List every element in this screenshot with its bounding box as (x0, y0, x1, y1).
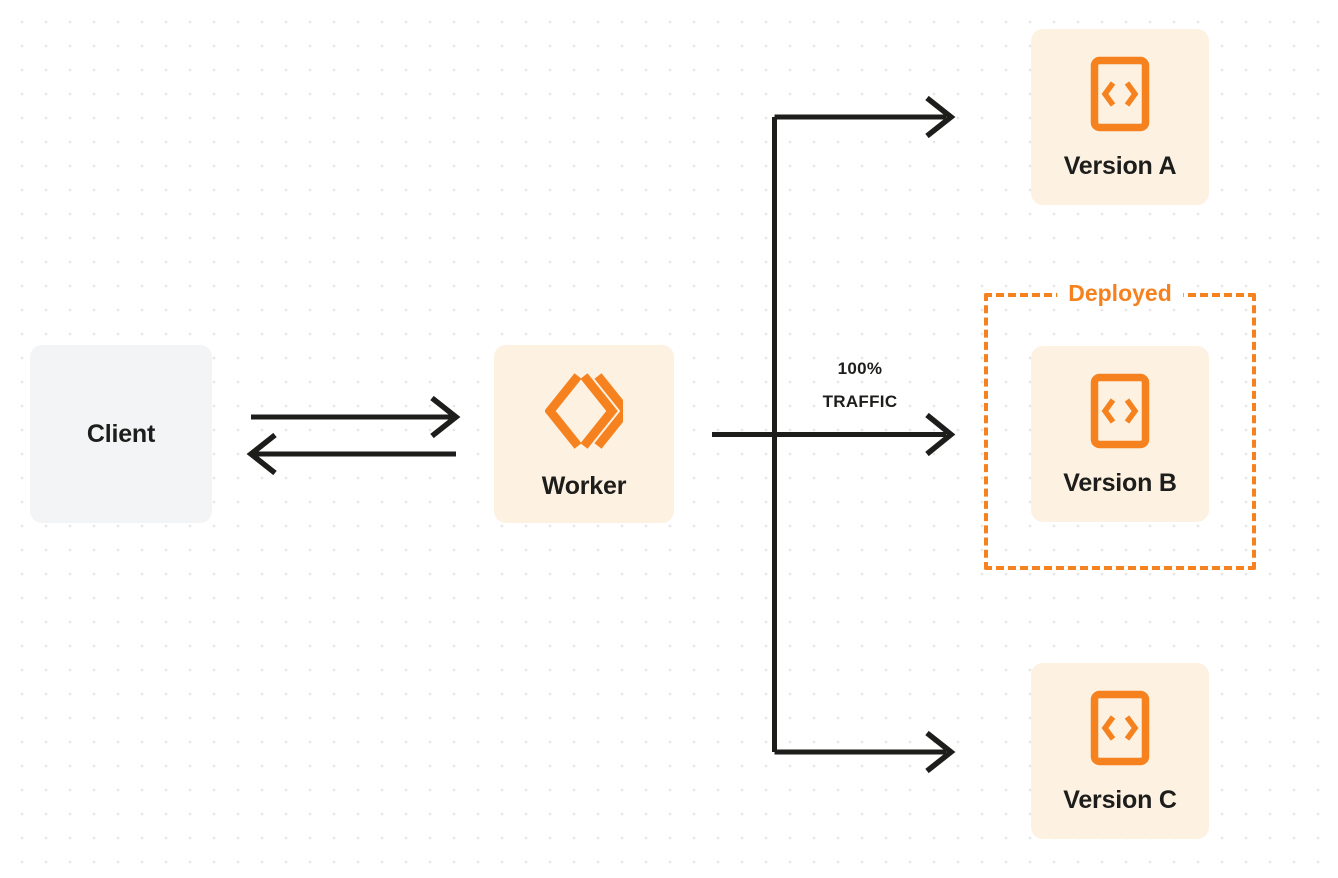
code-document-icon (1090, 690, 1150, 766)
node-worker-label: Worker (541, 471, 627, 500)
code-document-icon (1090, 56, 1150, 132)
edge-worker-to-version-c (774, 730, 956, 774)
edge-worker-to-version-b (712, 412, 956, 457)
code-document-icon (1090, 373, 1150, 449)
edge-client-to-worker (251, 395, 461, 439)
node-client-label: Client (86, 419, 156, 448)
traffic-word: TRAFFIC (822, 392, 898, 412)
node-version-a[interactable]: Version A (1031, 29, 1209, 205)
traffic-label: 100% TRAFFIC (785, 352, 935, 418)
node-version-b[interactable]: Version B (1031, 346, 1209, 522)
edge-worker-to-version-a (774, 95, 956, 139)
cloudflare-workers-logo-icon (544, 370, 632, 452)
node-version-b-label: Version B (1063, 468, 1177, 497)
node-version-c[interactable]: Version C (1031, 663, 1209, 839)
node-version-a-label: Version A (1063, 151, 1177, 180)
traffic-percent: 100% (837, 359, 883, 378)
deployed-group: Deployed (984, 280, 1256, 570)
node-client[interactable]: Client (30, 345, 212, 523)
node-worker[interactable]: Worker (494, 345, 674, 523)
edge-worker-to-client (246, 432, 456, 476)
node-version-c-label: Version C (1063, 785, 1177, 814)
deployed-group-label: Deployed (1057, 280, 1183, 308)
